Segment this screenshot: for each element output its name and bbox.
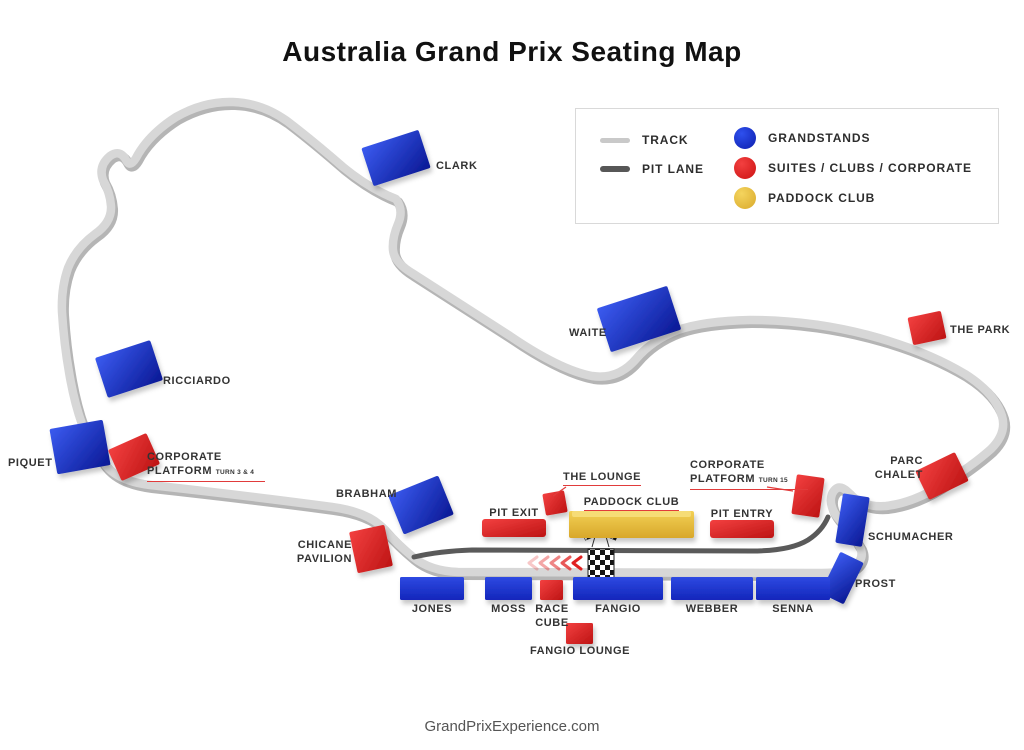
- label-pit-entry: PIT ENTRY: [710, 508, 774, 520]
- pit-lane-line: [411, 514, 831, 560]
- suite-pit-exit[interactable]: [482, 519, 546, 537]
- suite-fangio-lounge[interactable]: [566, 623, 593, 644]
- grandstand-schumacher[interactable]: [835, 493, 870, 547]
- start-finish-flag-icon: [587, 548, 615, 580]
- grandstand-piquet[interactable]: [49, 419, 111, 475]
- label-the-park: THE PARK: [950, 324, 1011, 336]
- label-chicane-pavilion: CHICANE PAVILION: [296, 539, 352, 566]
- label-parc-chalet: PARC CHALET: [874, 455, 923, 482]
- suite-corporate-platform-turn15[interactable]: [791, 474, 825, 518]
- legend-track-label: TRACK: [642, 133, 689, 147]
- grandstand-senna[interactable]: [756, 577, 830, 600]
- the-lounge-text: THE LOUNGE: [563, 471, 642, 486]
- label-piquet: PIQUET: [8, 457, 53, 469]
- label-senna: SENNA: [772, 603, 814, 615]
- legend-paddock-club-label: PADDOCK CLUB: [768, 191, 876, 205]
- paddock-club-top-face: [572, 511, 691, 517]
- label-the-lounge: THE LOUNGE: [563, 470, 642, 486]
- grandstands-dot-icon: [734, 127, 756, 149]
- legend-item-pit-lane: PIT LANE: [600, 162, 704, 176]
- label-fangio-lounge: FANGIO LOUNGE: [529, 645, 631, 657]
- label-paddock-club: PADDOCK CLUB: [569, 495, 694, 511]
- legend-item-grandstands: GRANDSTANDS: [734, 127, 870, 149]
- suite-corporate-platform-turn34[interactable]: [108, 433, 160, 481]
- grandstand-jones[interactable]: [400, 577, 464, 600]
- suite-pit-entry[interactable]: [710, 520, 774, 538]
- label-ricciardo: RICCIARDO: [163, 375, 231, 387]
- legend-item-paddock-club: PADDOCK CLUB: [734, 187, 875, 209]
- site-link[interactable]: GrandPrixExperience.com: [424, 718, 600, 735]
- legend-item-suites: SUITES / CLUBS / CORPORATE: [734, 157, 972, 179]
- corporate-platform-turn34-note: TURN 3 & 4: [215, 469, 255, 477]
- suites-dot-icon: [734, 157, 756, 179]
- grandstand-brabham[interactable]: [388, 475, 454, 534]
- suite-the-park[interactable]: [907, 311, 947, 345]
- label-waite: WAITE: [569, 327, 607, 339]
- suite-parc-chalet[interactable]: [915, 452, 969, 500]
- paddock-club-dot-icon: [734, 187, 756, 209]
- grandstand-webber[interactable]: [671, 577, 753, 600]
- grandstand-waite[interactable]: [597, 286, 682, 353]
- paddock-club-area[interactable]: [569, 511, 694, 538]
- page-title: Australia Grand Prix Seating Map: [282, 36, 742, 67]
- track-line-swatch: [600, 137, 630, 143]
- label-jones: JONES: [411, 603, 453, 615]
- suite-chicane-pavilion[interactable]: [349, 525, 393, 574]
- label-webber: WEBBER: [685, 603, 739, 615]
- legend-suites-label: SUITES / CLUBS / CORPORATE: [768, 161, 972, 175]
- corporate-platform-turn34-text: CORPORATE PLATFORM: [147, 451, 222, 478]
- suite-race-cube[interactable]: [540, 580, 563, 600]
- grandstand-clark[interactable]: [361, 130, 431, 187]
- legend-pit-lane-label: PIT LANE: [642, 162, 704, 176]
- label-corporate-platform-turn34: CORPORATE PLATFORM TURN 3 & 4: [147, 450, 265, 482]
- label-race-cube: RACE CUBE: [535, 603, 569, 630]
- corporate-platform-turn15-text: CORPORATE PLATFORM: [690, 459, 765, 486]
- grandstand-prost[interactable]: [820, 552, 864, 605]
- corporate-platform-turn15-note: TURN 15: [758, 477, 788, 485]
- legend-item-track: TRACK: [600, 133, 689, 147]
- paddock-club-text: PADDOCK CLUB: [583, 496, 680, 511]
- label-pit-exit: PIT EXIT: [489, 507, 539, 519]
- label-corporate-platform-turn15: CORPORATE PLATFORM TURN 15: [690, 458, 808, 490]
- legend: TRACK PIT LANE GRANDSTANDS SUITES / CLUB…: [575, 108, 999, 224]
- label-prost: PROST: [855, 578, 896, 590]
- pit-lane-swatch: [600, 166, 630, 172]
- label-clark: CLARK: [436, 160, 478, 172]
- label-moss: MOSS: [491, 603, 526, 615]
- suite-the-lounge[interactable]: [542, 490, 568, 516]
- grandstand-fangio[interactable]: [573, 577, 663, 600]
- label-fangio: FANGIO: [595, 603, 641, 615]
- label-schumacher: SCHUMACHER: [868, 531, 954, 543]
- grandstand-ricciardo[interactable]: [95, 340, 163, 398]
- direction-chevrons: [527, 555, 583, 571]
- grandstand-moss[interactable]: [485, 577, 532, 600]
- label-brabham: BRABHAM: [336, 488, 398, 500]
- legend-grandstands-label: GRANDSTANDS: [768, 131, 871, 145]
